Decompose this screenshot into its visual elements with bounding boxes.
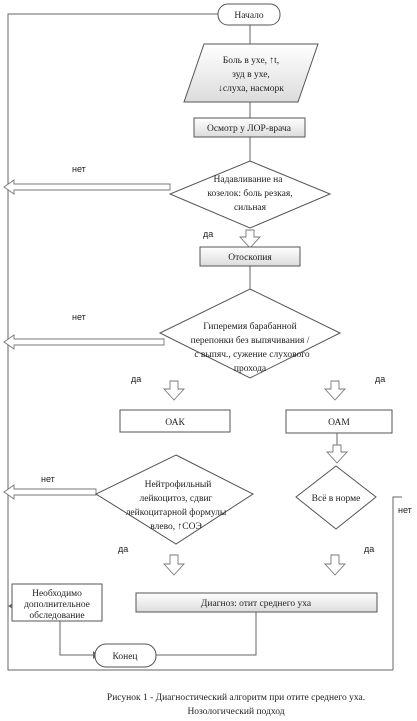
hollow-arrows [3, 179, 349, 576]
otoscopy-box [199, 246, 301, 267]
label-yes-oam: да [375, 374, 385, 384]
label-no-eardrum: нет [72, 312, 86, 322]
eardrum-text-1: Гиперемия барабанной [203, 321, 296, 332]
caption-line-1: Рисунок 1 - Диагностический алгоритм при… [107, 692, 365, 703]
tragus-text-2: козелок: боль резкая, [207, 188, 292, 199]
extra-exam-text-1: Необходимо [32, 588, 82, 599]
left-arrow-neutrophil-no [3, 484, 97, 500]
eardrum-text-4: прохода [234, 364, 267, 374]
oam-box [285, 409, 393, 434]
label-yes-normal: да [364, 544, 374, 554]
ent-exam-text: Осмотр у ЛОР-врача [207, 124, 292, 134]
branch-labels: нет да нет да да нет нет да да [41, 164, 412, 554]
line-diagnosis-end [156, 612, 257, 656]
normal-decision [295, 465, 377, 530]
start-text: Начало [234, 11, 264, 21]
node-otoscopy: Отоскопия [199, 246, 301, 267]
end-text: Конец [113, 652, 138, 662]
tragus-decision [168, 160, 332, 229]
otoscopy-text: Отоскопия [228, 253, 272, 263]
diagnosis-text: Диагноз: отит среднего уха [201, 599, 312, 609]
neutrophil-text-4: влево, ↑СОЭ [150, 522, 201, 532]
label-no-normal: нет [398, 505, 412, 515]
symptoms-text-3: ↓слуха, насморк [218, 84, 284, 94]
end-terminal [94, 643, 157, 668]
label-no-neutrophil: нет [41, 474, 55, 484]
tragus-text-3: сильная [234, 203, 267, 213]
neutrophil-text-2: лейкоцитоз, сдвиг [140, 493, 213, 504]
down-arrow-diagnosis-left [162, 554, 186, 576]
eardrum-text-2: перепонки без выпячивания / [191, 335, 310, 346]
symptoms-text-2: зуд в ухе, [232, 70, 270, 80]
down-arrow-oak [162, 380, 186, 401]
label-yes-tragus: да [203, 229, 213, 239]
oam-text: ОАМ [328, 418, 350, 428]
label-no-tragus: нет [72, 164, 86, 174]
left-arrow-tragus-no [3, 179, 171, 195]
oak-box [119, 409, 231, 433]
label-yes-neutrophil: да [118, 544, 128, 554]
neutrophil-decision [94, 454, 255, 545]
extra-exam-box [11, 583, 103, 622]
node-start: Начало [217, 3, 281, 26]
left-arrow-eardrum-no [3, 334, 165, 350]
line-extra-end [59, 621, 93, 656]
node-diagnosis: Диагноз: отит среднего уха [135, 592, 378, 613]
down-arrow-tragus [238, 229, 262, 249]
node-oam: ОАМ [285, 409, 393, 434]
caption-line-2: Нозологический подход [187, 706, 284, 717]
normal-text: Всё в норме [312, 494, 361, 504]
symptoms-parallelogram [183, 43, 319, 103]
symptoms-text-1: Боль в ухе, ↑t, [223, 56, 279, 66]
down-arrow-oam [323, 380, 347, 401]
down-arrow-diagnosis-right [323, 554, 347, 576]
diagnosis-box [135, 592, 378, 613]
node-ent-exam: Осмотр у ЛОР-врача [193, 117, 306, 138]
neutrophil-text-3: лейкоцитарной формулы [126, 507, 227, 518]
label-yes-oak: да [131, 374, 141, 384]
extra-exam-text-2: дополнительное [24, 600, 90, 610]
oak-text: ОАК [165, 418, 185, 428]
extra-exam-text-3: обследование [29, 610, 84, 621]
node-eardrum: Гиперемия барабанной перепонки без выпяч… [158, 288, 342, 379]
node-end: Конец [94, 643, 157, 668]
return-line-right [392, 496, 402, 670]
tragus-text-1: Надавливание на [214, 175, 284, 185]
node-neutrophil: Нейтрофильный лейкоцитоз, сдвиг лейкоцит… [94, 454, 255, 545]
neutrophil-text-1: Нейтрофильный [145, 479, 212, 490]
eardrum-text-3: с выпяч., сужение слухового [194, 350, 310, 360]
node-symptoms: Боль в ухе, ↑t, зуд в ухе, ↓слуха, насмо… [183, 43, 319, 103]
node-tragus: Надавливание на козелок: боль резкая, си… [168, 160, 332, 229]
start-terminal [217, 3, 281, 26]
figure-caption: Рисунок 1 - Диагностический алгоритм при… [107, 692, 365, 717]
node-normal: Всё в норме [295, 465, 377, 530]
node-oak: ОАК [119, 409, 231, 433]
down-arrow-normal [325, 444, 349, 464]
eardrum-decision [158, 288, 342, 379]
ent-exam-box [193, 117, 306, 138]
node-extra-exam: Необходимо дополнительное обследование [11, 583, 103, 622]
